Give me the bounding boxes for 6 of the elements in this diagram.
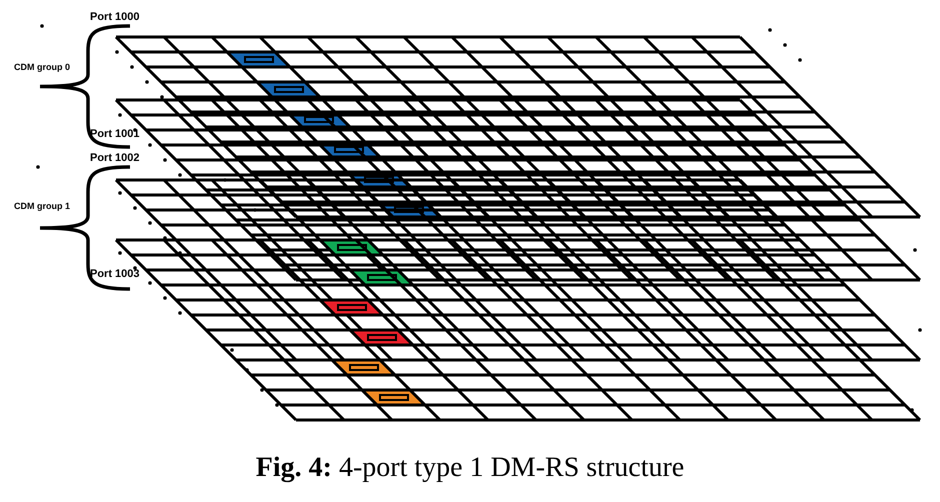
port-label: Port 1003 xyxy=(90,268,140,280)
port-label: Port 1000 xyxy=(90,11,140,23)
group-label: CDM group 1 xyxy=(14,201,70,211)
group-label: CDM group 0 xyxy=(14,62,70,72)
port-label: Port 1002 xyxy=(90,152,140,164)
figure-caption: Fig. 4: 4-port type 1 DM-RS structure xyxy=(254,452,686,484)
